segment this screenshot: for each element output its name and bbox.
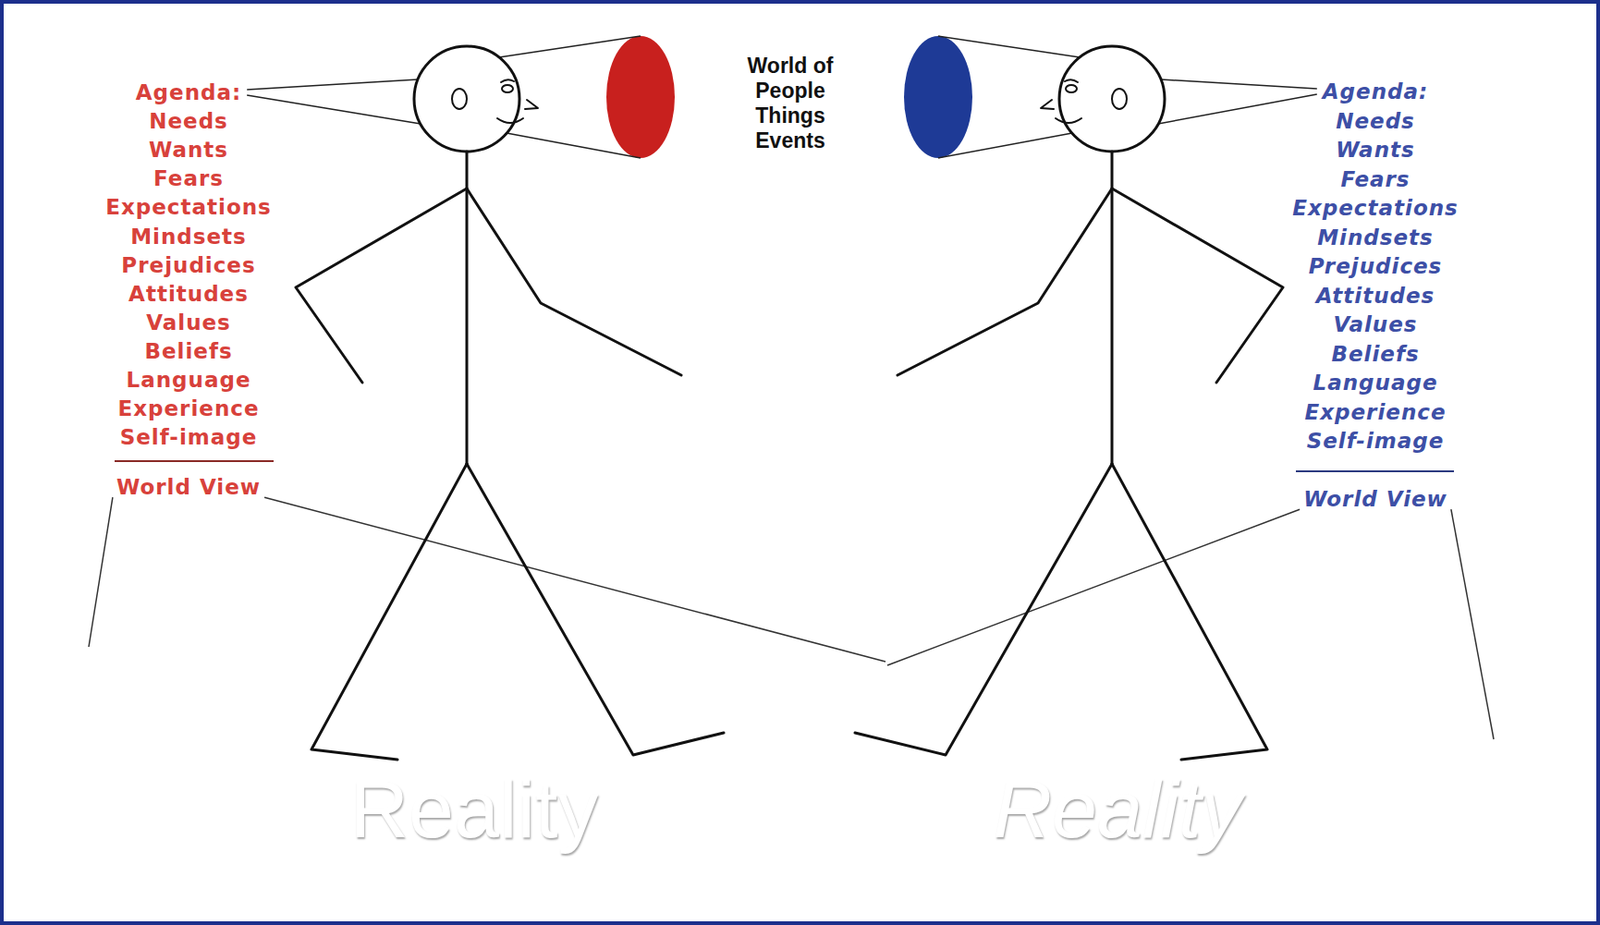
eye xyxy=(451,88,467,110)
agenda-item: Experience xyxy=(1304,399,1446,424)
sight-line xyxy=(499,36,641,58)
leader-line xyxy=(88,497,113,648)
blue-lens xyxy=(903,36,973,159)
agenda-item: Agenda: xyxy=(1322,79,1429,104)
agenda-item: Beliefs xyxy=(1331,341,1419,366)
agenda-item: Self-image xyxy=(120,425,258,450)
eyebrow xyxy=(1064,79,1078,83)
agenda-item: Language xyxy=(1313,370,1439,395)
leader-line xyxy=(246,95,421,124)
agenda-item: Prejudices xyxy=(121,252,256,277)
arm xyxy=(897,188,1112,376)
right-stick-figure xyxy=(854,46,1283,760)
sight-line xyxy=(938,36,1080,58)
nose xyxy=(525,99,538,110)
leader-line xyxy=(246,79,418,90)
leader-line xyxy=(264,497,886,662)
leg xyxy=(854,464,1112,756)
agenda-item: Values xyxy=(146,310,232,335)
agenda-item: Needs xyxy=(1335,108,1416,133)
leader-line xyxy=(1160,79,1318,89)
eye xyxy=(1111,88,1127,110)
agenda-item: Self-image xyxy=(1306,428,1445,453)
arm xyxy=(1111,188,1283,383)
agenda-item: Expectations xyxy=(1292,195,1459,220)
leg xyxy=(311,464,467,760)
leader-line xyxy=(1451,509,1494,740)
head xyxy=(1059,46,1165,152)
head xyxy=(414,46,520,152)
agenda-item: Language xyxy=(126,367,252,392)
leg xyxy=(1111,464,1268,760)
agenda-item: Attitudes xyxy=(1316,282,1436,307)
separator-line xyxy=(114,460,274,463)
agenda-item: Prejudices xyxy=(1308,254,1443,279)
reality-box: Reality xyxy=(86,645,886,901)
node-title: Reality xyxy=(993,765,1243,855)
agenda-item: Experience xyxy=(117,396,259,421)
agenda-item: Wants xyxy=(1335,137,1415,162)
sight-line xyxy=(938,133,1073,159)
body xyxy=(465,151,469,465)
agenda-item: Agenda: xyxy=(135,80,242,105)
leader-line xyxy=(887,509,1300,666)
body xyxy=(1111,151,1114,465)
eye xyxy=(501,85,513,93)
nose xyxy=(1040,99,1054,110)
separator-line xyxy=(1295,470,1454,473)
eye xyxy=(1065,85,1077,93)
agenda-item: Attitudes xyxy=(128,280,249,306)
agenda-item: Values xyxy=(1332,312,1417,337)
arm xyxy=(295,188,467,383)
world-view-label: World View xyxy=(1303,487,1448,512)
arm xyxy=(466,188,682,376)
agenda-item: Beliefs xyxy=(144,339,233,364)
ellipse-fill xyxy=(729,643,1506,899)
sight-line xyxy=(506,133,641,159)
agenda-item: Fears xyxy=(153,166,224,191)
red-lens xyxy=(606,36,675,159)
reality-ellipse: Reality xyxy=(729,643,1506,899)
agenda-item: Fears xyxy=(1340,166,1410,191)
agenda-item: Expectations xyxy=(105,195,272,220)
agenda-item: Needs xyxy=(148,109,229,134)
center-caption: World of People Things Events xyxy=(730,53,851,154)
mouth xyxy=(1055,118,1082,123)
agenda-item: Wants xyxy=(148,137,229,162)
leader-line xyxy=(1158,94,1318,124)
eyebrow xyxy=(500,79,514,83)
mouth xyxy=(497,118,524,123)
world-view-label: World View xyxy=(116,475,261,500)
left-stick-figure xyxy=(295,46,724,760)
leg xyxy=(466,464,724,756)
agenda-item: Mindsets xyxy=(130,223,247,248)
node-title: Reality xyxy=(350,765,599,855)
agenda-item: Mindsets xyxy=(1317,224,1434,249)
